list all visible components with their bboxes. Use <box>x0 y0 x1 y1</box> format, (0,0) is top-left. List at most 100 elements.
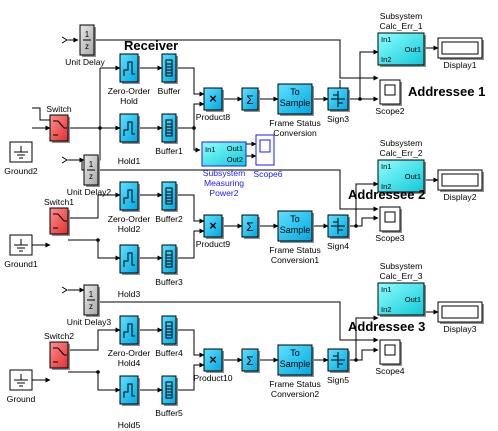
buffer-label: Buffer1 <box>155 146 183 156</box>
scope-screen-icon <box>384 211 396 223</box>
switch2-block[interactable]: Switch2 <box>44 331 74 370</box>
scope3-block[interactable]: Scope3 <box>375 206 405 243</box>
sum-symbol: Σ <box>246 220 253 234</box>
switch1-block[interactable]: Switch1 <box>44 197 74 236</box>
integrator10-block[interactable]: Σ <box>241 348 260 373</box>
display1-block[interactable]: Display1 <box>437 37 484 70</box>
unit-delay-denominator: z <box>89 172 93 181</box>
port-out1: Out1 <box>405 295 421 304</box>
zoh-staircase-icon <box>123 383 135 398</box>
scope-screen-icon <box>259 139 271 153</box>
scope-screen-icon <box>384 84 396 96</box>
buffer1-block[interactable]: Buffer1 <box>155 113 183 156</box>
port-out2: Out2 <box>227 155 243 164</box>
ground1-block: Ground1 <box>4 234 38 269</box>
sign4-block[interactable]: Sign4 <box>327 214 350 251</box>
zoh-label-line1: Zero-Order <box>108 348 151 358</box>
port-in2: In2 <box>381 55 391 64</box>
conversion-label: Conversion2 <box>271 389 319 399</box>
to-sample-line1: To <box>290 87 300 97</box>
ground-label: Ground1 <box>4 259 38 269</box>
product10-block[interactable]: ×Product10 <box>193 348 233 383</box>
buffer-label: Buffer2 <box>155 214 183 224</box>
zoh-staircase-icon <box>123 121 135 136</box>
scope6-block[interactable]: Scope6 <box>253 134 283 179</box>
product8-block[interactable]: ×Product8 <box>196 87 231 122</box>
unit-delay-numerator: 1 <box>89 160 94 169</box>
product-symbol: × <box>209 91 217 106</box>
subsystem-name: Calc_Err_1 <box>380 21 423 31</box>
buffer-stack-icon <box>165 119 173 137</box>
receiver-annotation: Receiver <box>124 38 178 53</box>
product-label: Product9 <box>196 239 231 249</box>
buffer4-block[interactable]: Buffer4 <box>155 315 183 358</box>
product9-block[interactable]: ×Product9 <box>196 214 231 249</box>
signal-lines <box>32 36 439 393</box>
scope4-block[interactable]: Scope4 <box>375 339 405 376</box>
display3-block[interactable]: Display3 <box>437 301 484 334</box>
unit-delay-denominator: z <box>89 302 93 311</box>
buffer-stack-icon <box>165 250 173 268</box>
port-in1: In1 <box>381 35 391 44</box>
ground2-block: Ground2 <box>4 141 38 176</box>
display2-block[interactable]: Display2 <box>437 169 484 202</box>
conversion-label: Conversion1 <box>271 255 319 265</box>
unit-delay-numerator: 1 <box>85 30 90 39</box>
hold1-label-group: Hold1 <box>118 156 141 166</box>
zero-order-hold3-block[interactable] <box>119 244 140 275</box>
scope2-block[interactable]: Scope2 <box>375 79 405 116</box>
frame-status-label: Frame Status <box>269 379 321 389</box>
zero-order-hold1-block[interactable] <box>119 113 140 144</box>
buffer-block[interactable]: Buffer <box>158 53 181 96</box>
hold5-label-group: Hold5 <box>118 420 141 430</box>
subsystem-label: Subsystem <box>380 138 423 148</box>
sign-label: Sign4 <box>327 241 349 251</box>
subsystem-label: Subsystem <box>380 11 423 21</box>
ground-label: Ground2 <box>4 166 38 176</box>
port-out1: Out1 <box>227 144 243 153</box>
subsystem-name: Calc_Err_2 <box>380 148 423 158</box>
zero-order-hold5-block[interactable] <box>119 375 140 406</box>
subsystem-name-line1: Measuring <box>204 178 244 188</box>
buffer-label: Buffer <box>158 86 181 96</box>
buffer2-block[interactable]: Buffer2 <box>155 181 183 224</box>
switch-label: Switch2 <box>44 331 74 341</box>
port-in2: In2 <box>381 305 391 314</box>
integrator8-block[interactable]: Σ <box>241 87 260 112</box>
zoh-staircase-icon <box>123 323 135 338</box>
display-label: Display2 <box>444 192 477 202</box>
display-label: Display1 <box>444 60 477 70</box>
zoh-staircase-icon <box>123 189 135 204</box>
buffer-label: Buffer5 <box>155 408 183 418</box>
buffer3-block[interactable]: Buffer3 <box>155 244 183 287</box>
switch-block[interactable]: Switch <box>46 104 72 143</box>
switch-label: Switch <box>46 104 72 114</box>
addressee-3-annotation: Addressee 3 <box>348 319 425 334</box>
scope-label: Scope4 <box>375 366 404 376</box>
sign5-block[interactable]: Sign5 <box>327 348 350 385</box>
product-label: Product10 <box>193 373 232 383</box>
scope-label: Scope6 <box>253 169 282 179</box>
buffer5-block[interactable]: Buffer5 <box>155 375 183 418</box>
sum-symbol: Σ <box>246 354 253 368</box>
scope-screen-icon <box>384 344 396 356</box>
port-in1: In1 <box>381 162 391 171</box>
sign3-block[interactable]: Sign3 <box>327 87 350 124</box>
integrator9-block[interactable]: Σ <box>241 214 260 239</box>
zoh-staircase-icon <box>123 252 135 267</box>
ground-label: Ground <box>7 394 36 404</box>
